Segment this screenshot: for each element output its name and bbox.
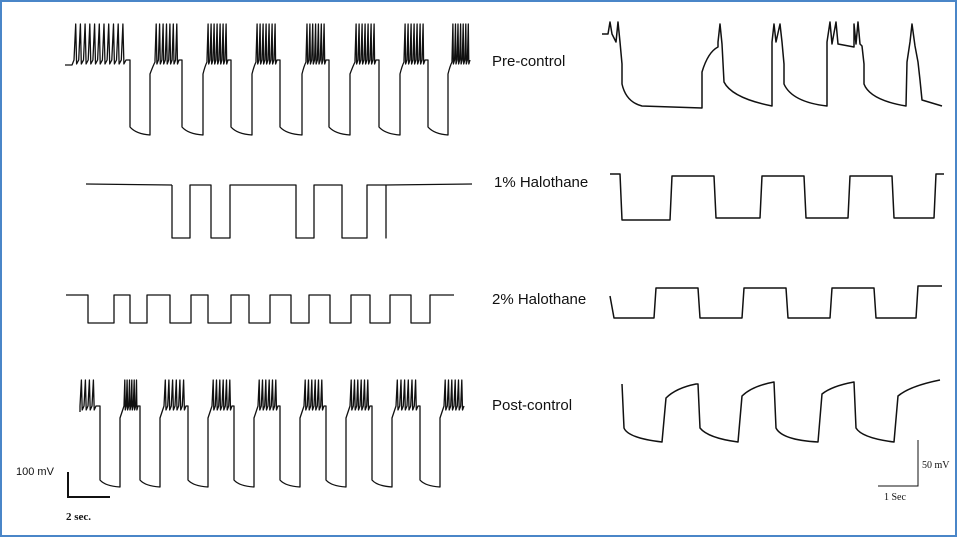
left-voltage-scale-label: 100 mV bbox=[16, 466, 54, 478]
right-traces-group bbox=[602, 21, 944, 443]
label-post-control: Post-control bbox=[492, 397, 573, 414]
right-voltage-scale-label: 50 mV bbox=[922, 460, 950, 471]
trace-1pct-halothane-left-baseline bbox=[85, 183, 173, 186]
trace-pre-control-right bbox=[602, 21, 943, 109]
trace-post-control-right bbox=[621, 379, 941, 443]
trace-2pct-halothane-right bbox=[609, 285, 942, 319]
label-pre-control: Pre-control bbox=[492, 53, 566, 70]
left-time-scale-label: 2 sec. bbox=[66, 511, 92, 523]
right-scale-bar bbox=[878, 440, 919, 487]
label-1pct-halothane: 1% Halothane bbox=[494, 174, 589, 191]
label-2pct-halothane: 2% Halothane bbox=[492, 291, 587, 308]
trace-1pct-halothane-left bbox=[171, 183, 473, 239]
trace-2pct-halothane-left bbox=[66, 294, 454, 324]
right-time-scale-label: 1 Sec bbox=[884, 492, 906, 503]
trace-post-control-left bbox=[79, 379, 465, 488]
left-scale-bar bbox=[67, 472, 110, 498]
trace-pre-control-left bbox=[65, 23, 471, 136]
trace-1pct-halothane-right bbox=[610, 173, 944, 221]
left-traces-group bbox=[65, 23, 473, 488]
